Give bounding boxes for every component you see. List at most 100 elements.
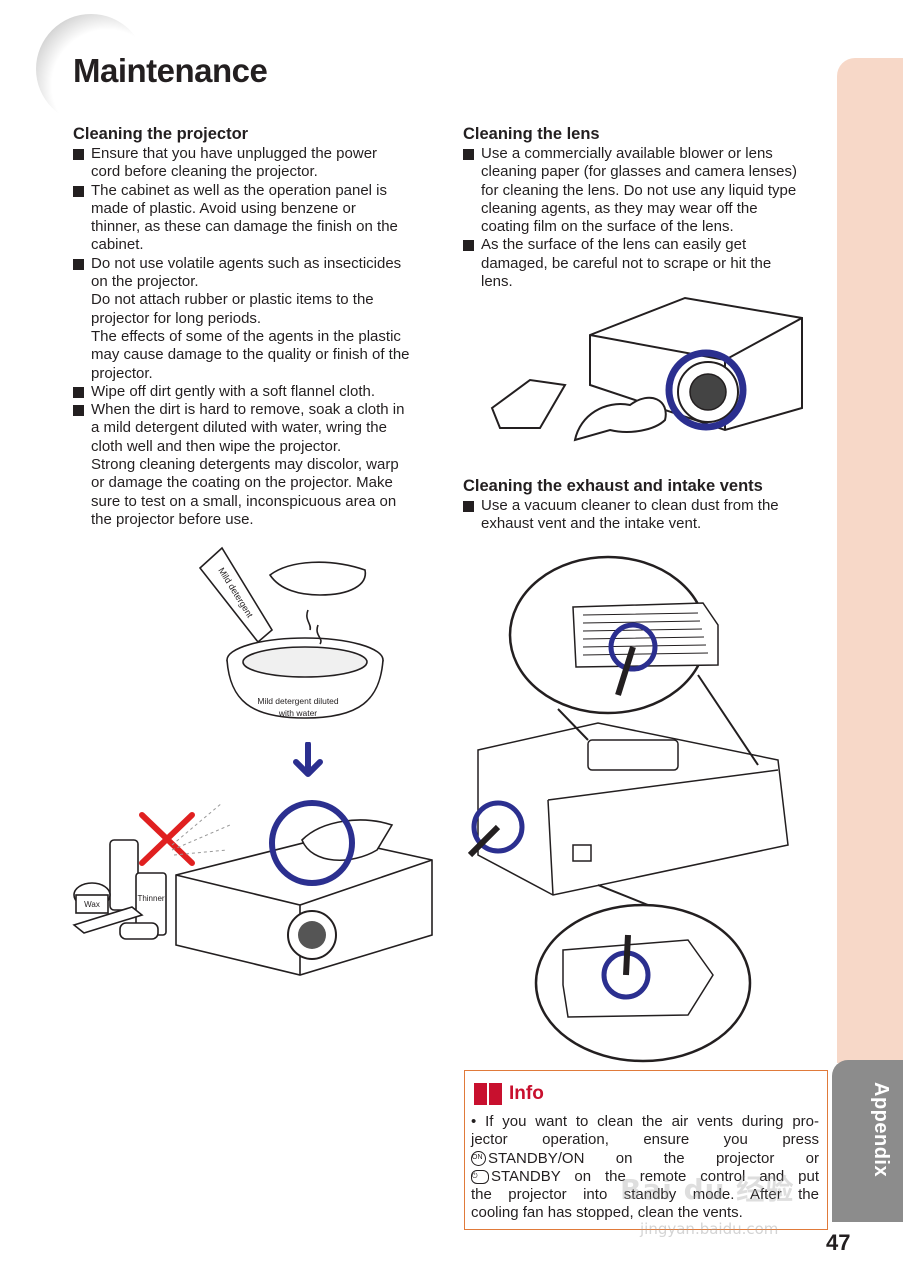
detergent-bottle <box>198 546 274 644</box>
down-arrow-icon <box>293 742 323 777</box>
text-line: damaged, be careful not to scrape or hit… <box>481 254 772 272</box>
info-line: the projector into standby mode. After t… <box>471 1186 819 1204</box>
text-line: thinner, as these can damage the finish … <box>91 218 398 236</box>
text-line: The cabinet as well as the operation pan… <box>91 181 388 199</box>
text-line: Ensure that you have unplugged the power <box>91 145 378 162</box>
bowl-label-line-2: with water <box>278 708 317 718</box>
text-line: Do not use volatile agents such as insec… <box>91 254 402 272</box>
text-line: projector. <box>91 364 153 382</box>
wipe-projector-illustration: Wax Thinner <box>72 800 433 976</box>
list-item: The cabinet as well as the operation pan… <box>73 182 445 255</box>
text-line: sure to test on a small, inconspicuous a… <box>91 492 397 510</box>
thinner-label: Thinner <box>137 894 164 903</box>
vent-grille <box>582 612 709 656</box>
info-box: Info • If you want to clean the air vent… <box>464 1070 828 1230</box>
appendix-tab-label: Appendix <box>870 1082 892 1178</box>
watermark-url: jingyan.baidu.com <box>640 1220 779 1238</box>
bowl-label-line-1: Mild detergent diluted <box>257 696 339 706</box>
highlight-circle <box>608 622 658 672</box>
info-title: Info <box>509 1083 544 1104</box>
highlight-circle <box>471 800 525 854</box>
list-item: As the surface of the lens can easily ge… <box>463 236 835 291</box>
power-socket <box>572 844 592 862</box>
text-line: cabinet. <box>91 236 144 254</box>
water-drops <box>306 609 322 645</box>
list-item: Use a vacuum cleaner to clean dust from … <box>463 497 835 534</box>
list-item: Do not use volatile agents such as insec… <box>73 255 445 383</box>
projector-body <box>477 722 789 896</box>
text-line: When the dirt is hard to remove, soak a … <box>91 401 405 419</box>
text-line: for cleaning the lens. Do not use any li… <box>481 181 797 199</box>
appendix-tab[interactable] <box>832 1060 903 1222</box>
control-panel <box>587 739 679 771</box>
text-line: As the surface of the lens can easily ge… <box>481 236 747 254</box>
cleaning-lens-heading: Cleaning the lens <box>463 125 600 143</box>
vacuum-nozzle <box>468 646 636 976</box>
spray-lines <box>171 802 231 856</box>
lens-paper <box>490 378 567 429</box>
water <box>242 646 368 678</box>
text-line: on the projector. <box>91 273 199 291</box>
projector-edge <box>547 769 779 896</box>
text-line: cleaning agents, as they may wear off th… <box>481 199 758 217</box>
wax-label: Wax <box>84 900 100 909</box>
cleaning-vents-list: Use a vacuum cleaner to clean dust from … <box>463 497 835 534</box>
watermark: Bai du 经验 <box>620 1173 795 1206</box>
page-number: 47 <box>826 1230 851 1255</box>
text-line: coating film on the surface of the lens. <box>481 218 734 236</box>
text-line: cleaning paper (for glasses and camera l… <box>481 163 798 181</box>
text-line: cloth well and then wipe the projector. <box>91 437 342 455</box>
brush <box>72 906 144 934</box>
projector-bottom-small <box>562 939 714 1018</box>
text-line: Strong cleaning detergents may discolor,… <box>91 456 399 474</box>
info-line: STANDBY/ON on the projector or <box>488 1149 819 1167</box>
text-line: lens. <box>481 273 513 291</box>
text-line: made of plastic. Avoid using benzene or <box>91 199 356 217</box>
book-icon <box>474 1083 502 1106</box>
standby-on-button-icon: ON <box>471 1151 486 1167</box>
list-item: Ensure that you have unplugged the power… <box>73 145 445 182</box>
callout-pointer <box>557 674 759 906</box>
cleaning-projector-heading: Cleaning the projector <box>73 125 249 143</box>
lens-cleaning-illustration <box>490 296 803 442</box>
side-tab-background <box>837 58 903 1063</box>
text-line: Use a commercially available blower or l… <box>481 145 773 162</box>
text-line: or damage the coating on the projector. … <box>91 474 393 492</box>
text-line: Use a vacuum cleaner to clean dust from … <box>481 497 779 514</box>
text-line: cord before cleaning the projector. <box>91 163 318 181</box>
cleaning-vents-heading: Cleaning the exhaust and intake vents <box>463 477 763 495</box>
hand <box>573 396 667 442</box>
list-item: When the dirt is hard to remove, soak a … <box>73 401 445 529</box>
title-decoration-mask <box>62 40 162 140</box>
text-line: a mild detergent diluted with water, wri… <box>91 419 387 437</box>
detergent-bowl-illustration: Mild detergent Mild detergent diluted wi… <box>198 546 384 719</box>
info-line: cooling fan has stopped, clean the vents… <box>471 1204 743 1222</box>
info-line: • If you want to clean the air vents dur… <box>471 1113 819 1130</box>
lens-glass <box>689 373 727 411</box>
wiping-hand <box>301 819 394 861</box>
standby-remote-button-icon: ⏻ <box>471 1169 489 1184</box>
cleaning-projector-list: Ensure that you have unplugged the power… <box>73 145 445 529</box>
vents-cleaning-illustration <box>468 555 789 1063</box>
sponge <box>119 922 159 940</box>
text-line: Wipe off dirt gently with a soft flannel… <box>91 382 376 400</box>
cross-out-icon <box>139 812 195 866</box>
text-line: the projector before use. <box>91 510 254 528</box>
highlight-circle <box>269 800 355 886</box>
lens-glass <box>298 921 326 949</box>
wax-tin-body <box>75 894 109 914</box>
info-text: • If you want to clean the air vents dur… <box>471 1113 819 1223</box>
bowl-body <box>226 659 384 719</box>
text-line: exhaust vent and the intake vent. <box>481 515 702 533</box>
list-item: Use a commercially available blower or l… <box>463 145 835 236</box>
info-line-with-glyph: ⏻STANDBY on the remote control and put <box>471 1168 819 1186</box>
text-line: The effects of some of the agents in the… <box>91 327 401 345</box>
page-title: Maintenance <box>73 52 268 89</box>
spray-bottle <box>109 839 139 911</box>
cloth <box>268 561 367 596</box>
text-line: Do not attach rubber or plastic items to… <box>91 291 374 309</box>
info-line: jector operation, ensure you press <box>471 1131 819 1149</box>
info-line: STANDBY on the remote control and put <box>491 1167 819 1185</box>
list-item: Wipe off dirt gently with a soft flannel… <box>73 383 445 401</box>
